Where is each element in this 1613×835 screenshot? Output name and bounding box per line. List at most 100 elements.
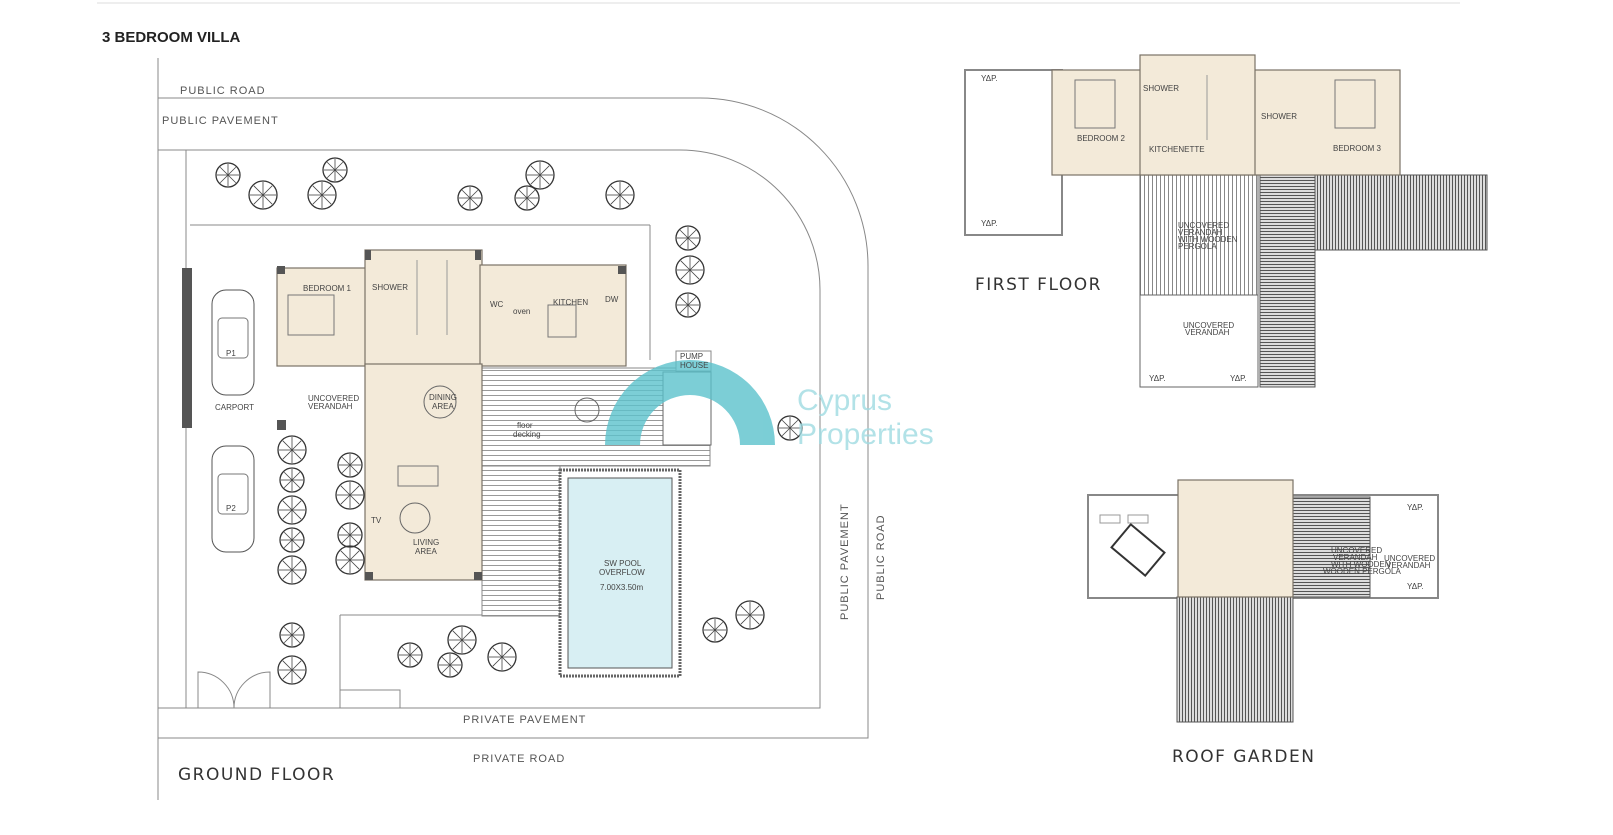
watermark-text: Properties (797, 418, 934, 451)
entrance-gate (197, 671, 271, 709)
svg-text:ΥΔΡ.: ΥΔΡ. (1149, 374, 1166, 383)
private-pavement-label: PRIVATE PAVEMENT (463, 714, 586, 726)
tree-icon (307, 180, 337, 210)
svg-text:PERGOLA: PERGOLA (1178, 242, 1217, 251)
tree-icon (514, 185, 540, 211)
svg-text:VERANDAH: VERANDAH (1333, 553, 1378, 562)
decking-label: decking (513, 430, 541, 439)
pergola-label: UNCOVERED VERANDAH WITH WOODEN PERGOLA U… (1178, 221, 1238, 337)
kitchen-label: KITCHEN (553, 298, 588, 307)
living-label: AREA (415, 547, 437, 556)
tree-icon (335, 480, 365, 510)
svg-text:ΥΔΡ.: ΥΔΡ. (981, 219, 998, 228)
tree-icon (279, 467, 305, 493)
svg-text:WOODEN PERGOLA: WOODEN PERGOLA (1323, 567, 1401, 576)
tv-label: TV (371, 516, 382, 525)
plot-boundary (158, 149, 821, 709)
ground-floor-plan: PUBLIC ROAD PUBLIC PAVEMENT PUBLIC PAVEM… (157, 58, 887, 800)
roof-garden-plan: UNCOVERED VERANDAH WITH WOODEN WOODEN PE… (1087, 479, 1439, 767)
tree-icon (487, 642, 517, 672)
svg-text:UNCOVERED: UNCOVERED (1178, 221, 1229, 230)
svg-text:P1: P1 (226, 349, 236, 358)
dining-label: DINING (429, 393, 457, 402)
shower-label: SHOWER (372, 283, 408, 292)
svg-text:ΥΔΡ.: ΥΔΡ. (1230, 374, 1247, 383)
pool-label: OVERFLOW (599, 568, 645, 577)
watermark-logo: Cyprus Properties (605, 360, 934, 451)
pergola-veranda (1139, 174, 1259, 296)
public-pavement-label: PUBLIC PAVEMENT (162, 115, 279, 127)
pump-house-label: HOUSE (680, 361, 708, 370)
svg-text:VERANDAH: VERANDAH (1386, 561, 1431, 570)
pool-size-label: 7.00X3.50m (600, 583, 643, 592)
shower-label: SHOWER (1261, 112, 1297, 121)
decking-label: floor (517, 421, 533, 430)
uncovered-veranda (1139, 294, 1259, 388)
svg-text:WITH WOODEN: WITH WOODEN (1178, 235, 1238, 244)
svg-text:ΥΔΡ.: ΥΔΡ. (1407, 582, 1424, 591)
tree-icon (457, 185, 483, 211)
wc-label: WC (490, 300, 504, 309)
dw-label: DW (605, 295, 619, 304)
svg-text:UNCOVERED: UNCOVERED (1384, 554, 1435, 563)
tree-icon (277, 555, 307, 585)
tree-icon (397, 642, 423, 668)
tree-icon (337, 522, 363, 548)
tree-icon (248, 180, 278, 210)
svg-text:VERANDAH: VERANDAH (1185, 328, 1230, 337)
tree-icon (277, 655, 307, 685)
tree-icon (437, 652, 463, 678)
tree-icon (735, 600, 765, 630)
tree-icon (447, 625, 477, 655)
first-floor-heading: FIRST FLOOR (975, 275, 1102, 295)
public-pavement-side-label: PUBLIC PAVEMENT (839, 503, 851, 620)
dining-living-area (364, 363, 483, 581)
car-p1: P1 (211, 289, 255, 396)
bedroom-3-label: BEDROOM 3 (1333, 144, 1382, 153)
dining-label: AREA (432, 402, 454, 411)
tree-icon (605, 180, 635, 210)
tree-icon (675, 225, 701, 251)
tree-icon (777, 415, 803, 441)
bedroom-2-label: BEDROOM 2 (1077, 134, 1126, 143)
tree-icon (279, 622, 305, 648)
public-road-edge (158, 97, 869, 739)
kitchenette-label: KITCHENETTE (1149, 145, 1205, 154)
watermark-text: Cyprus (797, 384, 892, 417)
public-road-side-label: PUBLIC ROAD (875, 514, 887, 600)
svg-text:UNCOVERED: UNCOVERED (1331, 546, 1382, 555)
roof-pergola-label: UNCOVERED VERANDAH WITH WOODEN WOODEN PE… (1323, 503, 1435, 591)
tree-icon (279, 527, 305, 553)
tree-icon (277, 435, 307, 465)
oven-label: oven (513, 307, 530, 316)
car-p2: P2 (211, 445, 255, 553)
svg-text:ΥΔΡ.: ΥΔΡ. (981, 74, 998, 83)
tree-icon (675, 255, 705, 285)
svg-text:VERANDAH: VERANDAH (1178, 228, 1223, 237)
tree-icon (322, 157, 348, 183)
public-road-label: PUBLIC ROAD (180, 85, 266, 97)
bedroom-1 (276, 267, 368, 367)
pump-house-label: PUMP (680, 352, 703, 361)
private-road-label: PRIVATE ROAD (473, 753, 565, 765)
trees (215, 157, 803, 685)
first-floor-plan: ΥΔΡ. ΥΔΡ. BEDROOM 2 BEDROOM 3 SHOWER SHO… (964, 54, 1488, 388)
watermark-arc-icon (605, 360, 775, 445)
roof-garden-heading: ROOF GARDEN (1172, 747, 1315, 767)
ground-floor-heading: GROUND FLOOR (178, 765, 335, 785)
svg-text:ΥΔΡ.: ΥΔΡ. (1407, 503, 1424, 512)
bedroom-1-label: BEDROOM 1 (303, 284, 352, 293)
page-title: 3 BEDROOM VILLA (102, 29, 241, 46)
pool-label: SW POOL (604, 559, 642, 568)
living-label: LIVING (413, 538, 439, 547)
tree-icon (525, 160, 555, 190)
tree-icon (337, 452, 363, 478)
shower-label: SHOWER (1143, 84, 1179, 93)
carport-label: CARPORT (215, 403, 254, 412)
svg-text:P2: P2 (226, 504, 236, 513)
tree-icon (215, 162, 241, 188)
svg-text:WITH WOODEN: WITH WOODEN (1331, 560, 1391, 569)
svg-text:UNCOVERED: UNCOVERED (1183, 321, 1234, 330)
veranda-label: UNCOVERED (308, 394, 359, 403)
